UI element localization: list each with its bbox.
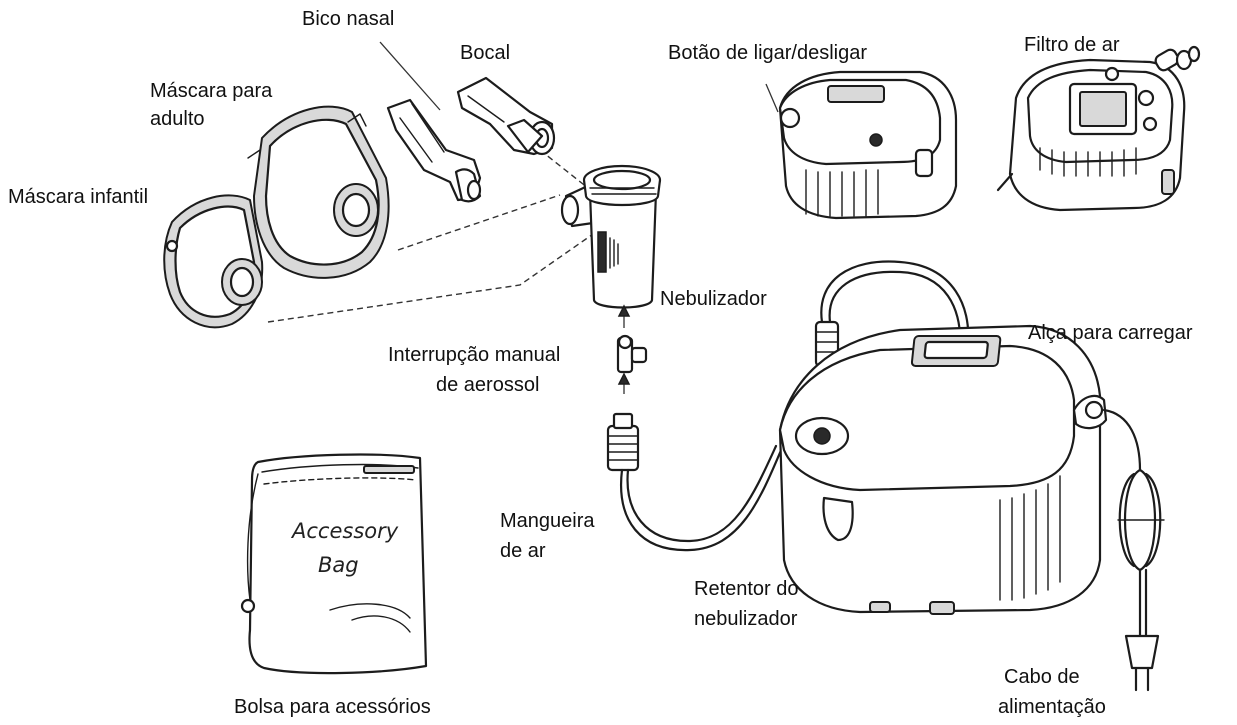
compressor-rear-icon — [998, 47, 1199, 210]
label-mangueira-line2: de ar — [500, 538, 546, 564]
power-cord-icon — [1104, 410, 1164, 690]
label-bocal: Bocal — [460, 40, 510, 66]
bag-print-line2: Bag — [318, 553, 359, 577]
label-mascara-adulto-line2: adulto — [150, 106, 205, 132]
label-botao-ligar-desligar: Botão de ligar/desligar — [668, 40, 867, 66]
label-cabo-line2: alimentação — [998, 694, 1106, 720]
label-interrupcao-line2: de aerossol — [436, 372, 539, 398]
label-bolsa-para-acessorios: Bolsa para acessórios — [234, 694, 431, 720]
label-retentor-line2: nebulizador — [694, 606, 797, 632]
aerosol-interrupt-tee-icon — [618, 306, 646, 394]
nasal-cannula-icon — [388, 100, 480, 201]
label-interrupcao-line1: Interrupção manual — [388, 342, 560, 368]
label-retentor-line1: Retentor do — [694, 576, 799, 602]
label-alca-para-carregar: Alça para carregar — [1028, 320, 1193, 346]
compressor-front-icon — [766, 72, 956, 218]
label-mangueira-line1: Mangueira — [500, 508, 595, 534]
accessory-bag-icon: Accessory Bag — [242, 455, 426, 674]
nebulizer-cup-icon — [562, 166, 660, 308]
label-mascara-adulto-line1: Máscara para — [150, 78, 272, 104]
bag-print-line1: Accessory — [290, 519, 399, 543]
label-cabo-line1: Cabo de — [1004, 664, 1080, 690]
label-nebulizador: Nebulizador — [660, 286, 767, 312]
label-filtro-de-ar: Filtro de ar — [1024, 32, 1120, 58]
label-mascara-infantil: Máscara infantil — [8, 184, 148, 210]
compressor-main-icon — [780, 326, 1106, 614]
label-bico-nasal: Bico nasal — [302, 6, 394, 32]
child-mask-icon — [164, 195, 262, 327]
mouthpiece-icon — [458, 78, 554, 154]
adult-mask-icon — [248, 107, 389, 278]
